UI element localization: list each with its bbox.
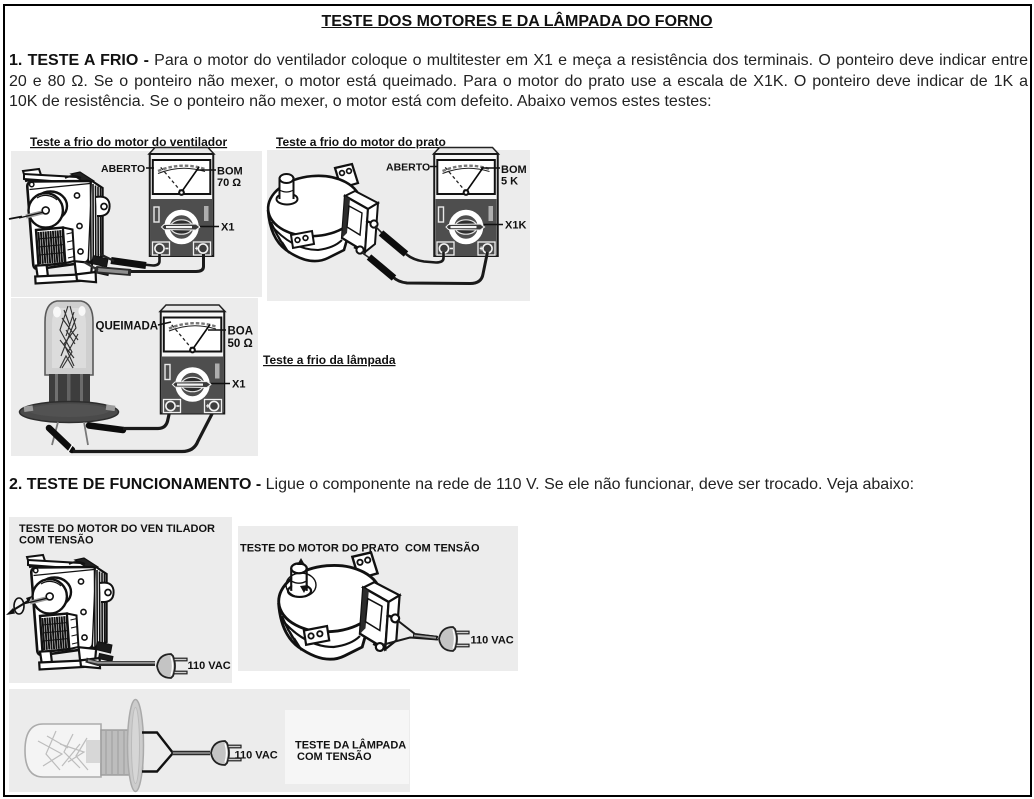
svg-text:ABERTO: ABERTO (386, 162, 430, 174)
svg-text:BOM: BOM (501, 164, 527, 176)
svg-text:TESTE DO MOTOR DO PRATO COM T: TESTE DO MOTOR DO PRATO COM TENSÃO (240, 542, 480, 555)
svg-text:5 K: 5 K (501, 176, 518, 188)
svg-text:110 VAC: 110 VAC (188, 660, 231, 672)
svg-text:Teste a frio da lâmpada: Teste a frio da lâmpada (263, 353, 396, 367)
svg-text:COM TENSÃO: COM TENSÃO (297, 750, 372, 763)
svg-text:BOM: BOM (217, 166, 243, 178)
svg-text:110 VAC: 110 VAC (471, 635, 514, 647)
svg-text:TESTE DO MOTOR DO VEN TILADOR: TESTE DO MOTOR DO VEN TILADOR (19, 523, 215, 535)
svg-text:110 VAC: 110 VAC (235, 750, 278, 762)
svg-text:Teste a frio do motor do venti: Teste a frio do motor do ventilador (30, 135, 227, 149)
svg-text:TESTE DA LÂMPADA: TESTE DA LÂMPADA (295, 739, 406, 752)
svg-text:X1: X1 (232, 379, 245, 391)
svg-text:QUEIMADA: QUEIMADA (96, 321, 159, 333)
svg-text:50 Ω: 50 Ω (228, 338, 253, 350)
svg-text:COM TENSÃO: COM TENSÃO (19, 534, 94, 547)
svg-text:Teste a frio do motor do prato: Teste a frio do motor do prato (276, 135, 446, 149)
svg-text:ABERTO: ABERTO (101, 163, 145, 175)
svg-text:X1K: X1K (505, 220, 526, 232)
svg-text:70 Ω: 70 Ω (217, 177, 241, 189)
svg-text:BOA: BOA (228, 326, 254, 338)
svg-text:X1: X1 (221, 222, 234, 234)
